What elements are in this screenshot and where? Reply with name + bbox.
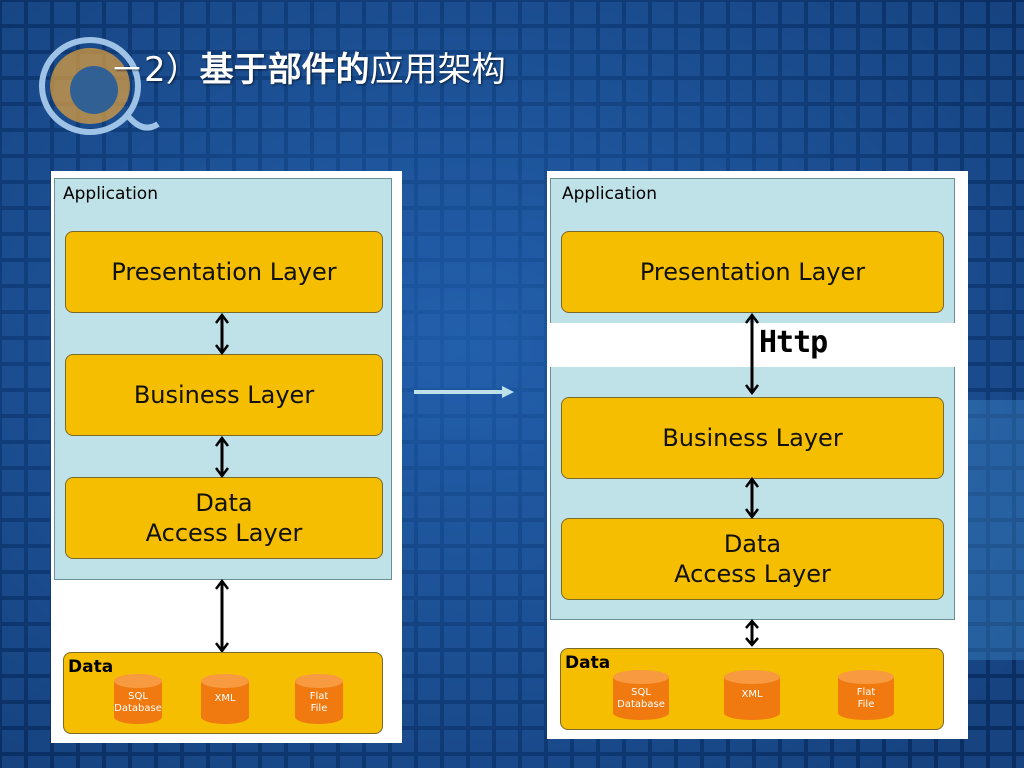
slide-title: －2）基于部件的应用架构 — [110, 42, 506, 91]
left-sql-database-icon: SQL Database — [112, 673, 164, 725]
right-arrow-2 — [745, 477, 759, 519]
left-data-box: Data SQL Database XML Flat File — [63, 652, 383, 734]
http-label: Http — [759, 325, 828, 360]
title-bold: 基于部件的 — [199, 50, 370, 90]
left-xml-icon: XML — [199, 673, 251, 725]
left-application-box: Application Presentation Layer Business … — [54, 178, 392, 580]
left-business-layer: Business Layer — [65, 354, 383, 436]
title-rest: 应用架构 — [369, 50, 506, 90]
right-application-label: Application — [562, 184, 657, 204]
transform-arrow-icon — [414, 386, 514, 398]
left-application-label: Application — [63, 184, 158, 204]
left-flat-file-icon: Flat File — [293, 673, 345, 725]
right-business-layer: Business Layer — [561, 397, 944, 479]
right-data-access-layer: Data Access Layer — [561, 518, 944, 600]
left-data-access-label: Data Access Layer — [145, 489, 303, 547]
left-xml-label: XML — [214, 693, 236, 704]
left-diagram: Application Presentation Layer Business … — [51, 171, 402, 743]
left-data-access-layer: Data Access Layer — [65, 477, 383, 559]
right-arrow-http — [745, 313, 759, 395]
right-flat-file-icon: Flat File — [836, 669, 896, 721]
left-arrow-1 — [215, 313, 229, 355]
right-xml-icon: XML — [722, 669, 782, 721]
right-data-access-label: Data Access Layer — [674, 530, 831, 588]
right-sql-database-icon: SQL Database — [611, 669, 671, 721]
right-application-box: Application Presentation Layer Business … — [550, 178, 955, 620]
right-data-label: Data — [565, 653, 611, 673]
right-presentation-layer: Presentation Layer — [561, 231, 944, 313]
left-presentation-layer: Presentation Layer — [65, 231, 383, 313]
right-data-box: Data SQL Database XML Flat File — [560, 648, 944, 730]
left-arrow-3 — [215, 579, 229, 653]
right-flat-file-label: Flat File — [856, 687, 876, 710]
right-diagram: Application Presentation Layer Business … — [547, 171, 968, 739]
http-boundary-band — [547, 323, 968, 367]
right-sql-database-label: SQL Database — [617, 687, 665, 710]
at-sign-logo-icon — [39, 37, 160, 135]
right-arrow-3 — [745, 619, 759, 647]
left-data-label: Data — [68, 657, 114, 677]
left-flat-file-label: Flat File — [309, 691, 329, 714]
left-arrow-2 — [215, 436, 229, 478]
right-xml-label: XML — [741, 689, 763, 700]
title-prefix: －2） — [110, 50, 200, 90]
left-sql-database-label: SQL Database — [114, 691, 162, 714]
